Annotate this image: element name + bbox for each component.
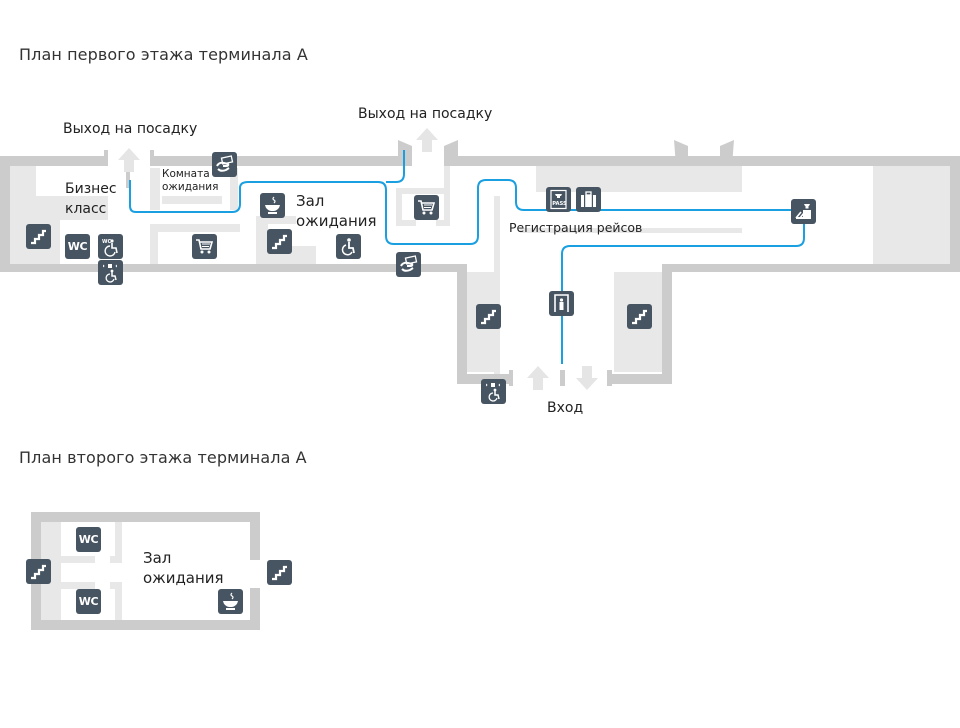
lounge-small-label-1: Комната — [162, 168, 210, 180]
wall-top-left — [0, 156, 108, 166]
entrance-out-arrow — [576, 366, 598, 390]
waiting-hall-label-1: Зал — [296, 192, 325, 210]
lounge-small-label-2: ожидания — [162, 181, 219, 193]
cafe-icon[interactable] — [260, 193, 285, 218]
wall-bottom-right — [662, 264, 960, 272]
checkin-counter — [520, 228, 742, 233]
metal-detector-icon[interactable] — [549, 291, 574, 316]
shop2-bottom-r — [436, 220, 450, 226]
wall-post — [104, 150, 108, 166]
stairs-icon[interactable] — [26, 559, 51, 584]
cart-icon[interactable] — [414, 195, 439, 220]
floor2-waiting-hall-label-2: ожидания — [143, 569, 224, 587]
entrance-in-arrow — [527, 366, 549, 390]
route-path-gate — [386, 150, 405, 183]
lounge-small-bottom — [162, 196, 222, 204]
gate-center-right — [444, 140, 458, 166]
gate-left-label: Выход на посадку — [63, 121, 198, 137]
gate-right-right — [720, 140, 734, 166]
direction-arrows — [118, 128, 598, 390]
floor2-left-corridor — [41, 522, 61, 620]
door-post-mid — [560, 370, 565, 386]
gate-center-arrow — [416, 128, 438, 152]
floor2-wall-d — [115, 582, 122, 620]
gate-right-left — [674, 140, 688, 166]
floor2-waiting-hall-label-1: Зал — [143, 549, 172, 567]
shop2-top — [400, 188, 450, 194]
accessible-call-icon[interactable] — [481, 379, 506, 404]
lounge-small-right-wall — [230, 168, 238, 210]
accessible-icon[interactable] — [336, 234, 361, 259]
shop-top — [150, 224, 240, 232]
floor2-wall-b — [61, 582, 95, 589]
payment-icon[interactable] — [212, 152, 237, 177]
checkin-label: Регистрация рейсов — [509, 220, 643, 235]
wall-wing-left — [457, 264, 467, 384]
passport-control-icon[interactable]: PASS — [546, 187, 571, 212]
wall-left — [0, 156, 10, 272]
floor2-title: План второго этажа терминала А — [19, 448, 307, 467]
floor2-wall-f — [110, 582, 122, 589]
waiting-hall-label-2: ожидания — [296, 212, 377, 230]
wall-right — [950, 156, 960, 272]
wc-icon[interactable]: WC — [76, 589, 101, 614]
payment-icon[interactable] — [396, 252, 421, 277]
wall-bottom-left — [0, 264, 467, 272]
lounge-small-left-wall — [150, 168, 160, 210]
stairs-icon[interactable] — [627, 304, 652, 329]
wc-text: WC — [78, 533, 99, 546]
wc-icon[interactable]: WC — [65, 234, 90, 259]
wc-accessible-icon[interactable]: WC — [98, 234, 123, 259]
stairs-icon[interactable] — [267, 560, 292, 585]
floor2-wall-c — [115, 522, 122, 556]
shop2-left — [396, 188, 402, 226]
shop-left — [150, 224, 158, 264]
wc-text: WC — [67, 240, 88, 253]
floor2-map — [31, 512, 262, 630]
gate-left-arrow — [118, 148, 140, 172]
stairs-icon[interactable] — [267, 229, 292, 254]
wc-text: WC — [78, 595, 99, 608]
svg-text:WC: WC — [102, 239, 112, 245]
cart-icon[interactable] — [192, 234, 217, 259]
left-corridor — [10, 166, 36, 264]
business-room-top — [36, 196, 108, 220]
route-path — [129, 179, 805, 364]
cafe-icon[interactable] — [218, 589, 243, 614]
wc-icon[interactable]: WC — [76, 527, 101, 552]
stairs-icon[interactable] — [476, 304, 501, 329]
svg-text:PASS: PASS — [552, 201, 567, 207]
floor1-title: План первого этажа терминала А — [19, 45, 308, 64]
door-post-right — [607, 370, 612, 386]
shop2-bottom-l — [396, 220, 416, 226]
gate-center-label: Выход на посадку — [358, 106, 493, 122]
floor2-wall-a — [61, 556, 95, 563]
walls — [0, 140, 960, 386]
business-label-2: класс — [65, 201, 107, 217]
floor2-wall-e — [110, 556, 122, 563]
stairs-icon[interactable] — [26, 224, 51, 249]
floor2-interior — [41, 522, 250, 620]
floor2-right-door — [250, 560, 262, 588]
baggage-icon[interactable] — [576, 187, 601, 212]
wall-top-mid — [150, 156, 400, 166]
shop2-right — [444, 166, 450, 226]
wall-wing-right — [662, 264, 672, 384]
entrance-label: Вход — [547, 400, 584, 416]
inner-stub — [126, 168, 130, 188]
wall-entrance-right — [612, 374, 672, 384]
business-label-1: Бизнес — [65, 181, 117, 197]
wall-post2 — [150, 150, 154, 166]
wall-top-right — [450, 156, 960, 166]
accessible-call-icon[interactable] — [98, 260, 123, 285]
security-officer-icon[interactable] — [791, 199, 816, 224]
right-room — [873, 166, 950, 264]
door-post-left — [509, 370, 513, 386]
hall-pillar-top — [256, 216, 296, 224]
